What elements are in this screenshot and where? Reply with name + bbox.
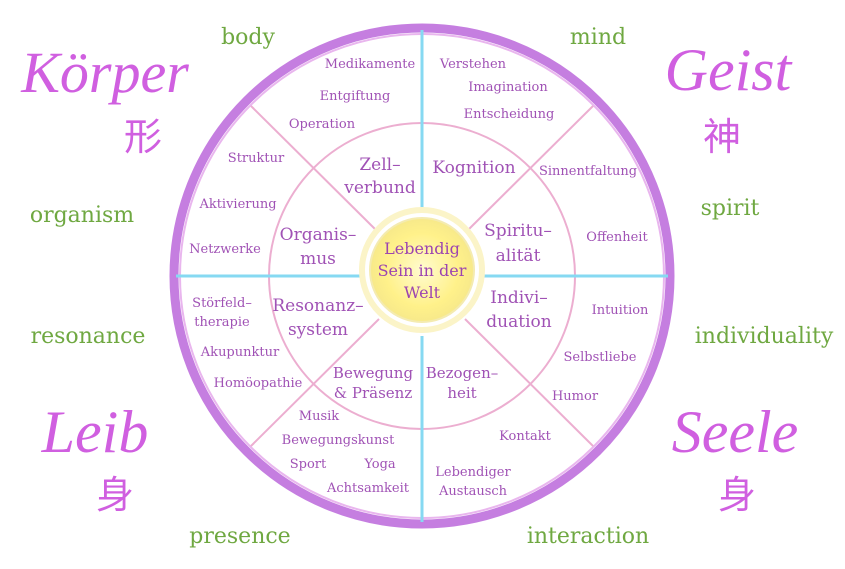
corner-geist-word: Geist [665,37,793,103]
diagonal-tl [250,105,380,234]
inner-spiritualitaet-1: Spiritu– [484,221,552,241]
inner-kognition: Kognition [432,158,515,178]
diagonal-br [464,318,594,447]
english-mind: mind [570,25,626,50]
outer-imagination: Imagination [468,80,548,95]
outer-selbstliebe: Selbstliebe [564,350,637,365]
outer-entscheidung: Entscheidung [464,107,555,122]
outer-humor: Humor [552,389,599,404]
outer-stoerfeld-1: Störfeld– [192,296,252,311]
english-organism: organism [30,203,134,228]
inner-individuation-2: duation [486,312,551,332]
outer-homoeopathie: Homöopathie [214,376,303,391]
outer-operation: Operation [289,117,356,132]
outer-sinnentfaltung: Sinnentfaltung [539,164,637,179]
inner-zellverbund-1: Zell– [359,155,400,175]
center-line3: Welt [404,283,441,302]
diagonal-tr [464,105,594,234]
outer-achtsamkeit: Achtsamkeit [326,481,410,496]
english-body: body [221,25,275,50]
outer-yoga: Yoga [363,457,396,472]
corner-koerper-kanji: 形 [124,115,162,159]
center-circle [369,217,475,323]
english-spirit: spirit [701,196,760,221]
corner-seele-word: Seele [672,399,799,465]
corner-seele-kanji: 身 [718,473,756,517]
inner-bewegung-1: Bewegung [333,364,414,382]
corner-leib-word: Leib [41,399,149,465]
outer-kontakt: Kontakt [499,429,551,444]
outer-entgiftung: Entgiftung [320,89,391,104]
inner-spiritualitaet-2: alität [496,246,541,266]
corner-leib-kanji: 身 [96,473,134,517]
outer-lebendiger-1: Lebendiger [435,465,511,480]
diagonal-bl [250,318,380,447]
inner-organismus-2: mus [300,249,336,269]
outer-medikamente: Medikamente [325,57,416,72]
inner-resonanzsystem-1: Resonanz– [272,296,363,316]
outer-musik: Musik [299,409,340,424]
outer-intuition: Intuition [592,303,649,318]
outer-netzwerke: Netzwerke [189,242,261,257]
outer-lebendiger-2: Austausch [438,484,508,499]
outer-stoerfeld-2: therapie [194,315,250,330]
center-line2: Sein in der [378,261,467,280]
outer-aktivierung: Aktivierung [198,197,276,212]
corner-koerper-word: Körper [20,40,189,105]
outer-offenheit: Offenheit [586,230,648,245]
english-resonance: resonance [31,324,146,349]
inner-resonanzsystem-2: system [288,320,348,340]
outer-bewegungskunst: Bewegungskunst [282,433,395,448]
outer-sport: Sport [290,457,327,472]
corner-geist-kanji: 神 [703,115,741,159]
inner-organismus-1: Organis– [280,225,357,245]
outer-ring [169,23,675,529]
outer-verstehen: Verstehen [439,57,507,72]
inner-individuation-1: Indivi– [490,288,548,308]
inner-zellverbund-2: verbund [343,178,416,198]
outer-akupunktur: Akupunktur [200,345,280,360]
outer-struktur: Struktur [228,151,285,166]
center-line1: Lebendig [384,239,460,258]
english-interaction: interaction [527,524,649,549]
english-individuality: individuality [695,324,834,349]
inner-bezogenheit-1: Bezogen– [426,364,498,382]
inner-bewegung-2: & Präsenz [334,384,413,402]
inner-bezogenheit-2: heit [447,384,476,402]
english-presence: presence [189,524,290,549]
